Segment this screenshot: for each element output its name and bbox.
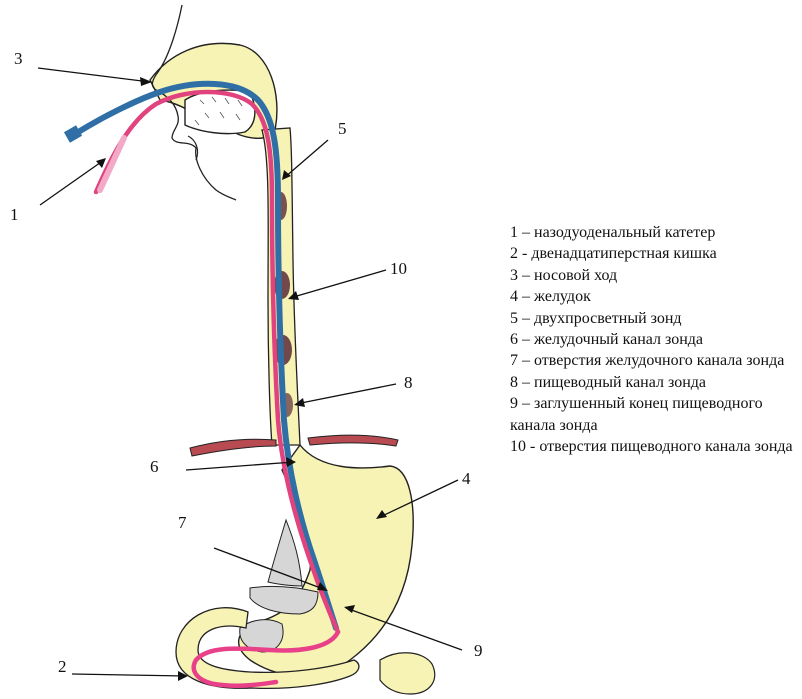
diaphragm-left — [190, 439, 276, 456]
legend-item-1: 1 – назодуоденальный катетер — [510, 222, 800, 243]
diaphragm-right — [308, 435, 398, 446]
legend-item-6: 6 – желудочный канал зонда — [510, 329, 800, 350]
callout-4: 4 — [462, 469, 471, 488]
jejunum — [380, 653, 435, 694]
callout-6: 6 — [150, 457, 159, 476]
palate-bone — [185, 90, 255, 134]
legend-item-9: 9 – заглушенный конец пищеводного канала… — [510, 393, 800, 436]
legend: 1 – назодуоденальный катетер 2 - двенадц… — [510, 222, 800, 457]
legend-item-5: 5 – двухпросветный зонд — [510, 308, 800, 329]
callout-7: 7 — [178, 513, 187, 532]
legend-item-7: 7 – отверстия желудочного канала зонда — [510, 350, 800, 371]
legend-item-3: 3 – носовой ход — [510, 265, 800, 286]
legend-item-8: 8 – пищеводный канал зонда — [510, 372, 800, 393]
callout-5: 5 — [338, 119, 347, 138]
legend-item-2: 2 - двенадцатиперстная кишка — [510, 243, 800, 264]
callout-3: 3 — [14, 49, 23, 68]
esophageal-channel-line — [96, 92, 338, 632]
callout-1: 1 — [10, 205, 19, 224]
callout-10: 10 — [390, 259, 407, 278]
legend-item-4: 4 – желудок — [510, 286, 800, 307]
lesser-curvature-hatch — [250, 586, 318, 614]
legend-item-10: 10 - отверстия пищеводного канала зонда — [510, 436, 800, 457]
callout-8: 8 — [404, 373, 413, 392]
callout-2: 2 — [58, 657, 67, 676]
stomach-left-hatch — [268, 520, 302, 586]
callout-9: 9 — [474, 641, 483, 660]
